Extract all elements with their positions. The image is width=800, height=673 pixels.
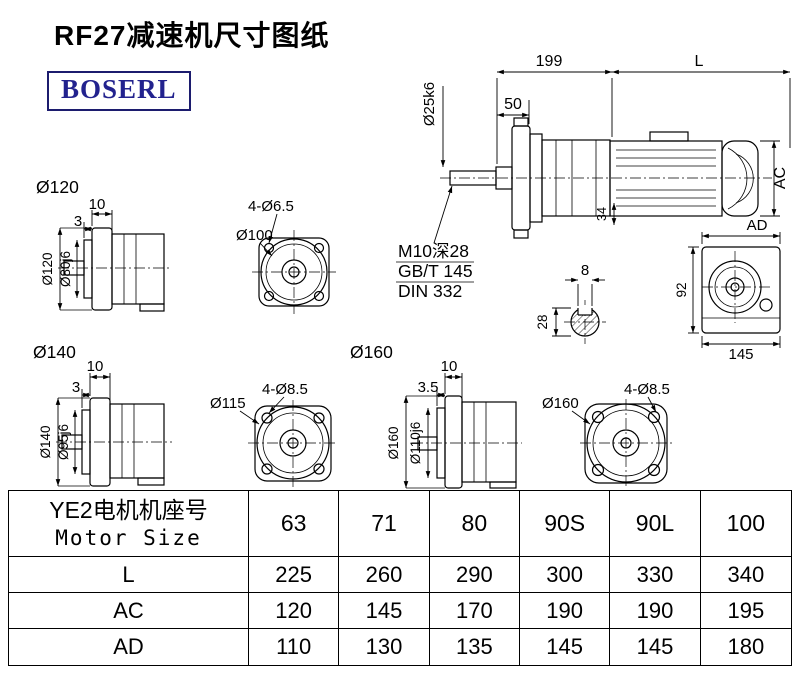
note-tapped-hole: M10深28	[398, 241, 469, 261]
boserl-logo: BOSERL	[47, 71, 191, 111]
table-cell-AC-90s: 190	[520, 593, 611, 629]
dim-flange-o120: Ø120	[40, 252, 55, 285]
table-cell-L-90s: 300	[520, 557, 611, 593]
flange-view-o100: 4-Ø6.5 Ø100	[236, 198, 336, 314]
table-header-size-90l: 90L	[610, 491, 701, 557]
bolt-hole	[313, 463, 325, 475]
page-title: RF27减速机尺寸图纸	[54, 20, 330, 51]
bolt-hole	[591, 463, 605, 477]
bolt-hole	[313, 290, 325, 302]
table-cell-AC-100: 195	[700, 593, 791, 629]
shaft-key-section: 8 28	[535, 262, 606, 344]
table-cell-AC-90l: 190	[610, 593, 701, 629]
dim-3: 3	[74, 213, 82, 230]
dim-50: 50	[504, 96, 522, 113]
table-cell-AD-90l: 145	[610, 629, 701, 665]
dim-145: 145	[728, 346, 753, 363]
logo-text: BOSERL	[61, 74, 177, 104]
view-label-o140: Ø140	[33, 342, 76, 362]
dim-28: 28	[535, 314, 550, 329]
table-header-size-100: 100	[700, 491, 791, 557]
dim-199: 199	[536, 53, 563, 70]
dim-spigot-o95j6: Ø95j6	[56, 424, 71, 460]
main-assembly-view: 199 L 50 Ø25k6 AC 34 M10深28 GB/T 145 DIN…	[396, 53, 791, 301]
flange-view-o140: Ø140 10 3 Ø140 Ø95j6	[33, 342, 172, 487]
note-din-standard: DIN 332	[398, 281, 462, 301]
dim-10: 10	[441, 358, 458, 375]
table-cell-L-80: 290	[429, 557, 520, 593]
dim-spigot-o110j6: Ø110j6	[408, 422, 423, 465]
bolt-hole	[591, 410, 605, 424]
bolt-hole	[313, 412, 325, 424]
bolt-hole	[647, 410, 661, 424]
table-cell-AD-71: 130	[339, 629, 430, 665]
dim-circle-o100: Ø100	[236, 227, 273, 244]
flange-view-o160-side: Ø160 10 3.5 Ø160 Ø110j6	[350, 342, 522, 489]
shaft	[61, 434, 83, 450]
table-row-label-AC: AC	[9, 593, 249, 629]
motor-size-label-cn: YE2电机机座号	[49, 497, 208, 523]
table-header-size-90s: 90S	[520, 491, 611, 557]
flange-view-o115: Ø115 4-Ø8.5	[210, 381, 338, 488]
dim-circle-o115: Ø115	[210, 395, 246, 412]
bolt-hole	[313, 242, 325, 254]
fan-cover	[721, 140, 759, 217]
dim-10: 10	[89, 196, 106, 213]
terminal-box	[649, 131, 689, 142]
dim-AC: AC	[772, 167, 789, 189]
table-header-size-63: 63	[249, 491, 340, 557]
dim-3-5: 3.5	[418, 379, 439, 396]
dimension-table: YE2电机机座号 Motor Size 63 71 80 90S 90L 100…	[8, 490, 792, 666]
table-cell-L-63: 225	[249, 557, 340, 593]
table-cell-L-90l: 330	[610, 557, 701, 593]
flange-view-o120: Ø120 10 3 Ø120 Ø80j6	[36, 177, 172, 312]
table-cell-AC-71: 145	[339, 593, 430, 629]
dim-spigot-o80j6: Ø80j6	[58, 251, 73, 287]
dim-3: 3	[72, 379, 80, 396]
view-label-o160: Ø160	[350, 342, 393, 362]
table-row-label-L: L	[9, 557, 249, 593]
table-header-size-71: 71	[339, 491, 430, 557]
dim-8: 8	[581, 262, 589, 279]
motor-body	[609, 140, 723, 217]
shaft	[63, 260, 85, 276]
table-cell-AD-63: 110	[249, 629, 340, 665]
housing	[111, 233, 165, 305]
note-gb-standard: GB/T 145	[398, 261, 473, 281]
table-cell-L-71: 260	[339, 557, 430, 593]
bolt-hole	[647, 463, 661, 477]
flange-view-o160-front: Ø160 4-Ø8.5	[542, 381, 672, 489]
rear-view-ad: AD 92 145	[674, 217, 781, 363]
view-label-o120: Ø120	[36, 177, 79, 197]
dim-L: L	[695, 53, 704, 70]
table-cell-AC-80: 170	[429, 593, 520, 629]
dim-92: 92	[674, 282, 689, 297]
dim-holes-4-o8-5: 4-Ø8.5	[262, 381, 308, 398]
dim-holes-4-o8-5: 4-Ø8.5	[624, 381, 670, 398]
table-cell-AC-63: 120	[249, 593, 340, 629]
dim-shaft-diameter: Ø25k6	[421, 82, 438, 126]
housing	[461, 401, 517, 483]
dim-AD: AD	[747, 217, 768, 234]
dim-34: 34	[595, 207, 609, 221]
dim-flange-o160: Ø160	[386, 426, 401, 459]
bolt-hole	[261, 463, 273, 475]
motor-size-label-en: Motor Size	[55, 525, 202, 550]
bolt-hole	[261, 412, 273, 424]
housing	[109, 403, 165, 479]
table-header-size-80: 80	[429, 491, 520, 557]
table-header-motor-size: YE2电机机座号 Motor Size	[9, 491, 249, 557]
bolt-hole	[263, 290, 275, 302]
dim-flange-o140: Ø140	[38, 425, 53, 458]
table-cell-L-100: 340	[700, 557, 791, 593]
dim-holes-4-o6-5: 4-Ø6.5	[248, 198, 294, 215]
table-row-label-AD: AD	[9, 629, 249, 665]
dim-10: 10	[87, 358, 104, 375]
table-cell-AD-90s: 145	[520, 629, 611, 665]
table-cell-AD-80: 135	[430, 629, 520, 665]
dim-circle-o160: Ø160	[542, 395, 579, 412]
technical-drawings-canvas: 199 L 50 Ø25k6 AC 34 M10深28 GB/T 145 DIN…	[33, 53, 791, 489]
table-cell-AD-100: 180	[727, 634, 765, 659]
